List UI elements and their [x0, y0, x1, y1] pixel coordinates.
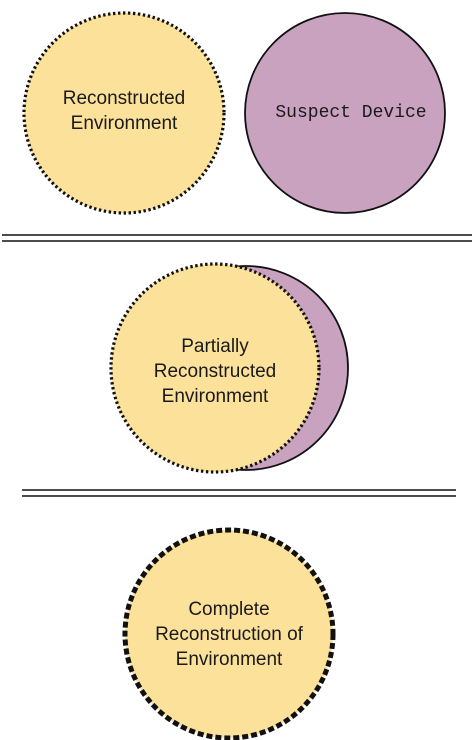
panel-top: Reconstructed Environment Suspect Device — [22, 11, 446, 215]
reconstructed-environment-label-line-2: Environment — [71, 113, 178, 134]
partially-reconstructed-environment-circle — [109, 262, 321, 474]
partially-reconstructed-environment-label-line-1: Partially — [181, 336, 249, 357]
complete-reconstruction-label-line-2: Reconstruction of — [155, 624, 304, 645]
panel-bottom: Complete Reconstruction of Environment — [122, 527, 336, 740]
complete-reconstruction-label-line-1: Complete — [188, 599, 269, 620]
suspect-device-circle — [244, 12, 446, 214]
separator-top — [2, 234, 472, 242]
suspect-device-label: Suspect Device — [275, 103, 426, 123]
partially-reconstructed-environment-label-line-2: Reconstructed — [154, 361, 277, 382]
partially-reconstructed-environment-label-line-3: Environment — [162, 386, 269, 407]
complete-reconstruction-circle — [122, 527, 336, 740]
reconstructed-environment-circle — [22, 11, 226, 215]
complete-reconstruction-label-line-3: Environment — [176, 649, 283, 670]
separator-bottom — [22, 489, 456, 497]
reconstructed-environment-label-line-1: Reconstructed — [63, 88, 186, 109]
panel-middle: Partially Reconstructed Environment — [109, 262, 349, 474]
